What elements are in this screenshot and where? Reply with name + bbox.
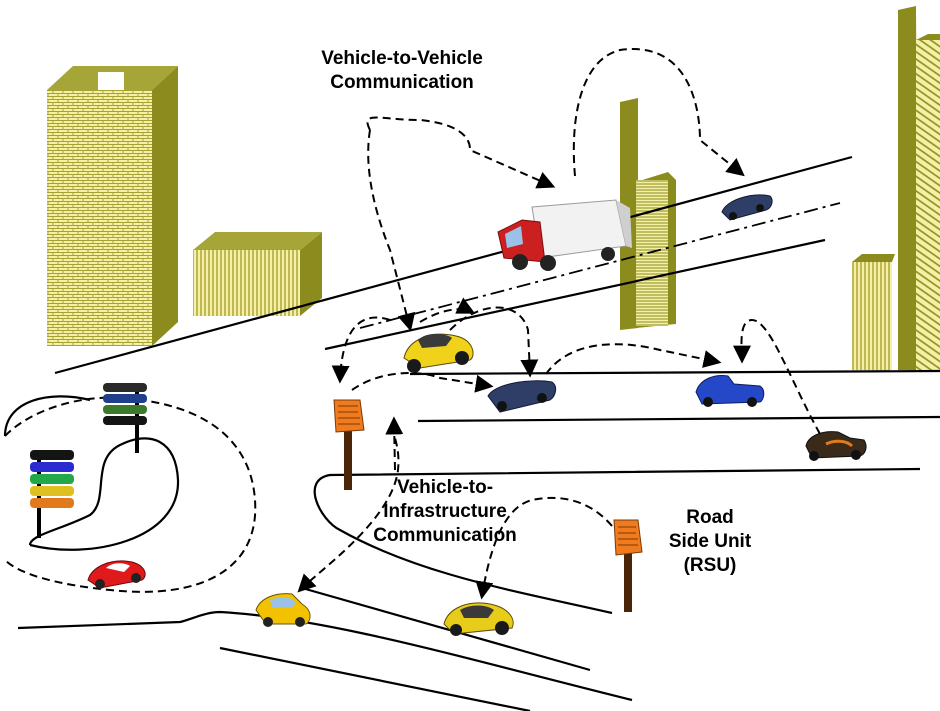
loop-road (28, 437, 180, 551)
rsu-label-line-1: Road (686, 507, 734, 528)
v2v-label: Vehicle-to-Vehicle Communication (292, 47, 512, 95)
link-hotrod-blue (732, 318, 821, 435)
rsu-label: Road Side Unit (RSU) (640, 506, 780, 578)
link-navy-blue (545, 343, 722, 375)
car-icon-navy-center (487, 380, 557, 413)
building-low-left (193, 232, 322, 316)
link-yellow-navy (449, 306, 539, 378)
car-icon-taxi (255, 593, 311, 627)
link-v2i-taxi (297, 425, 400, 593)
truck-icon (497, 199, 632, 271)
building-right (852, 6, 940, 370)
car-icon-hotrod (805, 431, 867, 461)
link-v2i-top (385, 416, 404, 471)
rsu-icon-left (333, 399, 365, 490)
communication-links (297, 48, 821, 600)
building-tall-left (47, 66, 178, 346)
car-icon-navy-top (721, 194, 773, 221)
rsu-label-line-3: (RSU) (683, 555, 737, 576)
loop-path-dashed (4, 396, 257, 593)
signpost-icon-upper (103, 383, 147, 453)
rsu-label-line-2: Side Unit (668, 531, 752, 552)
car-icon-red (87, 560, 146, 589)
v2v-label-line-1: Vehicle-to-Vehicle (321, 48, 483, 69)
road-center-lines (359, 202, 841, 329)
car-icon-blue-right (695, 375, 765, 407)
v2i-label-line-2: Infrastructure (383, 501, 507, 522)
car-icon-yellow-bottom (443, 602, 514, 636)
link-v2v-truck-down (367, 129, 416, 332)
v2i-label: Vehicle-to- Infrastructure Communication (355, 476, 535, 548)
rsu-icon-right (613, 519, 643, 612)
link-v2v-truck (366, 116, 556, 189)
v2i-label-line-3: Communication (373, 525, 517, 546)
link-rsu-car-bottom (475, 496, 613, 600)
car-icon-yellow-top (403, 333, 474, 373)
link-truck-car-top (572, 48, 745, 177)
v2i-label-line-1: Vehicle-to- (396, 477, 494, 498)
link-yellow-rsu (331, 316, 391, 384)
link-yellow-out (419, 297, 476, 323)
road-lines (3, 155, 940, 711)
v2v-label-line-2: Communication (330, 72, 474, 93)
link-rsu-navy (351, 372, 494, 393)
signpost-icon-lower (30, 450, 74, 538)
